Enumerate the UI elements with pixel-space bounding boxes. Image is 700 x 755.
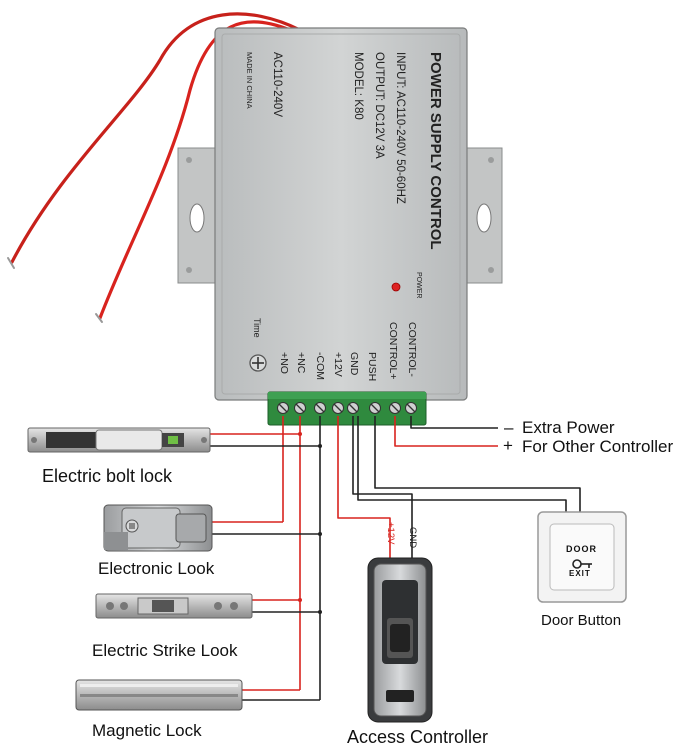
other-controller-label: For Other Controller: [522, 437, 674, 456]
screw-slot: [390, 403, 400, 413]
extra-power-plus-wire: [394, 416, 498, 447]
electronic-lock: [103, 504, 213, 552]
terminal-label: GND: [348, 352, 360, 376]
extra-power-label: Extra Power: [522, 418, 615, 437]
door-button-label: Door Button: [541, 612, 622, 629]
bolt-lock-label: Electric bolt lock: [42, 466, 173, 486]
power-supply-box: [214, 27, 468, 401]
electric-bolt-lock: [27, 427, 211, 453]
screw-slot: [370, 403, 380, 413]
screw-slot: [333, 403, 343, 413]
psu-title: POWER SUPPLY CONTROL: [427, 52, 444, 250]
psu-made-in: MADE IN CHINA: [245, 52, 254, 109]
access-controller-device: [367, 557, 433, 723]
access-controller-label: Access Controller: [347, 727, 489, 747]
psu-ac-range: AC110-240V: [271, 52, 283, 117]
terminal-screws: [277, 402, 417, 414]
gnd-wire-label: GND: [407, 527, 418, 549]
terminal-label: +NC: [295, 352, 307, 374]
door-button-wire-a: [374, 416, 581, 512]
psu-input-spec: INPUT: AC110-240V 50-60HZ: [394, 52, 406, 204]
power-led: [391, 282, 401, 292]
plus12v-wire: [337, 416, 391, 560]
terminal-label: CONTROL+: [387, 322, 399, 380]
psu-model: MODEL: K80: [352, 52, 364, 120]
door-exit-button: [537, 511, 627, 603]
wiring: [210, 416, 581, 701]
magnetic-lock-label: Magnetic Lock: [92, 721, 202, 740]
door-text: DOOR: [566, 544, 597, 554]
electric-strike-lock: [95, 593, 253, 619]
screw-slot: [406, 403, 416, 413]
time-knob[interactable]: [249, 354, 267, 372]
terminal-label: PUSH: [366, 352, 378, 382]
terminal-block: [267, 391, 427, 426]
door-button-wire-b: [357, 416, 567, 512]
screw-slot: [278, 403, 288, 413]
terminal-label: -COM: [314, 352, 326, 380]
time-label: Time: [252, 318, 262, 338]
power-led-label: POWER: [415, 272, 422, 299]
exit-text: EXIT: [569, 569, 591, 578]
extra-power-minus-sign: –: [504, 418, 514, 437]
strike-lock-label: Electric Strike Look: [92, 641, 238, 660]
plus12v-wire-label: +12V: [385, 522, 396, 545]
screw-slot: [315, 403, 325, 413]
extra-power-plus-sign: +: [503, 436, 513, 455]
terminal-label: CONTROL-: [406, 322, 418, 377]
gnd-wire: [352, 416, 413, 560]
ac-input-wires: [7, 12, 302, 323]
screw-slot: [348, 403, 358, 413]
psu-output-spec: OUTPUT: DC12V 3A: [373, 52, 385, 159]
terminal-label: +12V: [332, 352, 344, 377]
extra-power-minus-wire: [410, 416, 498, 429]
magnetic-lock: [75, 679, 243, 711]
electronic-lock-label: Electronic Look: [98, 559, 215, 578]
screw-slot: [295, 403, 305, 413]
terminal-label: +NO: [278, 352, 290, 374]
